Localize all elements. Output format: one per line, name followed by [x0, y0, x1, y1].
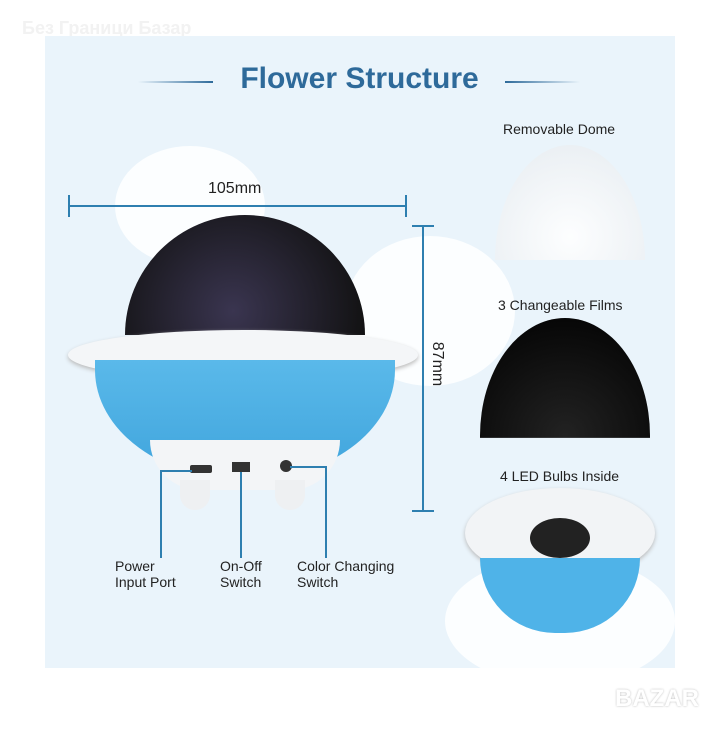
width-arrow [70, 205, 405, 207]
led-base-image [465, 488, 655, 648]
leds-label: 4 LED Bulbs Inside [500, 468, 620, 484]
dome-label: Removable Dome [503, 121, 616, 137]
power-port [190, 465, 212, 473]
title-line-left [138, 81, 213, 83]
height-arrow [422, 225, 424, 510]
color-button [280, 460, 292, 472]
films-label: 3 Changeable Films [498, 297, 623, 313]
on-off-switch [232, 462, 250, 472]
width-label: 105mm [208, 180, 262, 197]
bazar-logo: BAZAR [615, 685, 699, 712]
page-title: Flower Structure [240, 62, 479, 95]
height-label: 87mm [429, 341, 447, 387]
watermark: Без Граници Базар [22, 18, 192, 38]
title-line-right [505, 81, 580, 83]
